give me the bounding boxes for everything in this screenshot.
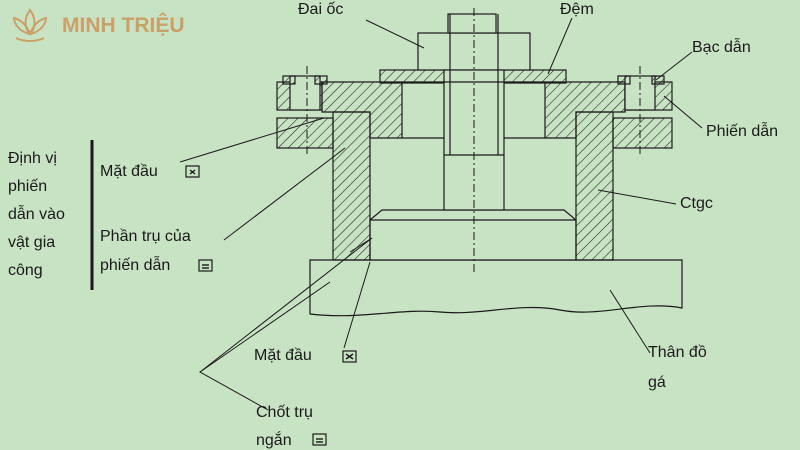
label-dem: Đệm bbox=[560, 1, 594, 18]
brand-name: MINH TRIỆU bbox=[62, 13, 185, 37]
locating-symbol-icon bbox=[198, 259, 213, 272]
label-chot-tru-1: Chốt trụ bbox=[256, 404, 313, 421]
locating-pin bbox=[369, 209, 577, 261]
locating-symbol-icon bbox=[185, 165, 200, 178]
column-left-wall bbox=[332, 111, 371, 261]
fixture-base bbox=[309, 259, 683, 317]
label-dinh-vi-line: công bbox=[8, 262, 43, 279]
label-dinh-vi-line: dẫn vào bbox=[8, 204, 65, 223]
plate-right-lower bbox=[612, 117, 673, 149]
label-phan-tru-2: phiến dẫn bbox=[100, 255, 170, 274]
label-mat-dau-bottom: Mặt đầu bbox=[254, 347, 312, 364]
label-dinh-vi-line: phiến bbox=[8, 178, 47, 195]
label-mat-dau-top: Mặt đầu bbox=[100, 163, 158, 180]
locating-symbol-icon bbox=[342, 350, 357, 363]
label-bac-dan: Bạc dẫn bbox=[692, 37, 751, 56]
label-dinh-vi-line: vật gia bbox=[8, 234, 55, 251]
label-than-do-ga-1: Thân đồ bbox=[648, 344, 707, 361]
label-dinh-vi-line: Định vị bbox=[8, 150, 57, 167]
label-dai-oc: Đai ốc bbox=[298, 1, 343, 18]
label-chot-tru-2: ngắn bbox=[256, 430, 292, 449]
label-ctgc: Ctgc bbox=[680, 195, 713, 212]
lotus-logo bbox=[12, 8, 48, 42]
label-phan-tru-1: Phần trụ của bbox=[100, 228, 191, 245]
locating-symbol-icon bbox=[312, 433, 327, 446]
label-phien-dan: Phiến dẫn bbox=[706, 121, 778, 140]
column-right-wall bbox=[575, 111, 614, 261]
plate-left-lower bbox=[276, 117, 334, 149]
label-than-do-ga-2: gá bbox=[648, 374, 666, 391]
